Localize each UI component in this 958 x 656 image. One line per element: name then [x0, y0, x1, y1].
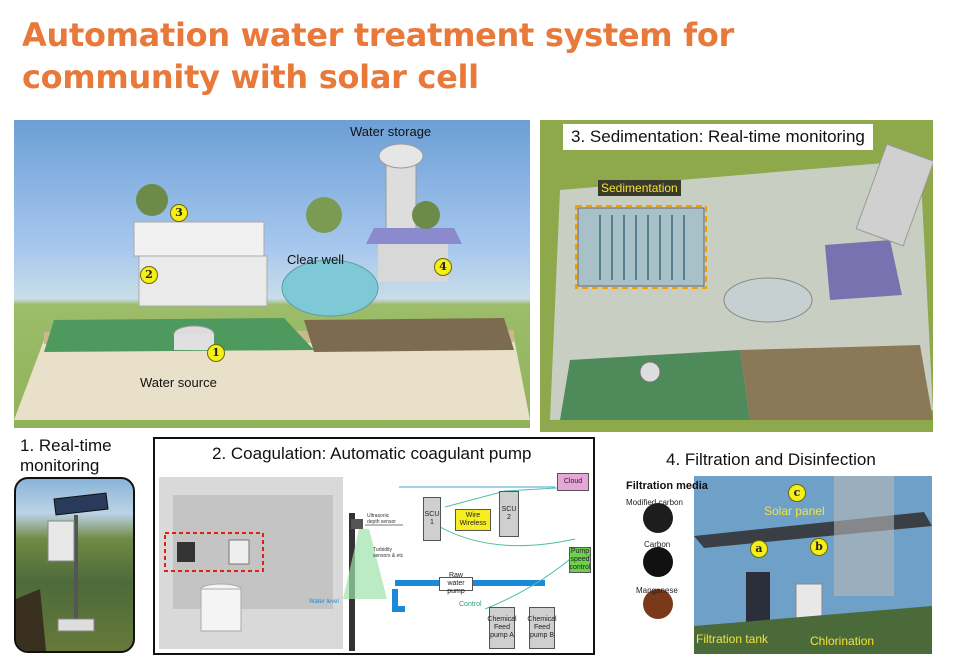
- scu2-box: SCU 2: [499, 491, 519, 537]
- label-carbon: Carbon: [644, 540, 671, 549]
- chemical-feed-pump-a-box: Chemical Feed pump A: [487, 607, 517, 649]
- raw-water-pump-box: Raw water pump: [439, 572, 473, 595]
- label-solar-panel: Solar panel: [764, 504, 825, 518]
- label-filtration-media: Filtration media: [626, 480, 708, 492]
- coagulation-title: 2. Coagulation: Automatic coagulant pump: [212, 444, 532, 463]
- filtration-panel: Filtration media Modified carbon Carbon …: [624, 476, 932, 654]
- label-sedimentation: Sedimentation: [598, 180, 681, 196]
- label-ultrasonic-sensor: Ultrasonic depth sensor: [367, 513, 396, 525]
- label-water-source: Water source: [140, 375, 217, 390]
- label-chlorination: Chlorination: [810, 634, 875, 648]
- pump-speed-control-box: Pump speed control: [569, 547, 591, 573]
- coagulation-diagram: [159, 477, 576, 651]
- filtration-caption: 4. Filtration and Disinfection: [666, 450, 876, 469]
- label-control: Control: [459, 601, 482, 608]
- overview-illustration: [14, 143, 530, 420]
- marker-1: 1: [207, 344, 225, 362]
- monitoring-station-illustration: [16, 492, 109, 651]
- marker-b: b: [810, 538, 828, 556]
- marker-c: c: [788, 484, 806, 502]
- label-water-storage: Water storage: [350, 124, 432, 139]
- marker-3: 3: [170, 204, 188, 222]
- scu1-box: SCU 1: [423, 497, 441, 541]
- label-manganese: Manganese: [636, 586, 678, 595]
- realtime-monitoring-photo: [14, 477, 135, 653]
- label-modified-carbon: Modified carbon: [626, 498, 683, 507]
- label-filtration-tank: Filtration tank: [696, 632, 769, 646]
- label-clear-well: Clear well: [287, 252, 345, 267]
- chemical-feed-pump-b-box: Chemical Feed pump B: [527, 607, 557, 649]
- coagulation-panel: 2. Coagulation: Automatic coagulant pump…: [153, 437, 595, 655]
- marker-a: a: [750, 540, 768, 558]
- realtime-monitoring-caption: 1. Real-time monitoring: [20, 436, 112, 475]
- sedimentation-panel: 3. Sedimentation: Real-time monitoring S…: [540, 120, 933, 432]
- sedimentation-title: 3. Sedimentation: Real-time monitoring: [563, 124, 873, 150]
- cloud-box: Cloud: [557, 473, 589, 491]
- overview-panel: Water storage Clear well Water source 1 …: [14, 120, 530, 428]
- marker-2: 2: [140, 266, 158, 284]
- filtration-illustration: [624, 476, 932, 654]
- sedimentation-illustration: [550, 143, 933, 420]
- label-turbidity-sensor: Turbidity sensors & etc: [373, 547, 404, 559]
- wire-wireless-box: Wire Wireless: [455, 509, 491, 531]
- marker-4: 4: [434, 258, 452, 276]
- page-title: Automation water treatment system for co…: [22, 16, 734, 96]
- label-water-level: Water level: [309, 599, 339, 605]
